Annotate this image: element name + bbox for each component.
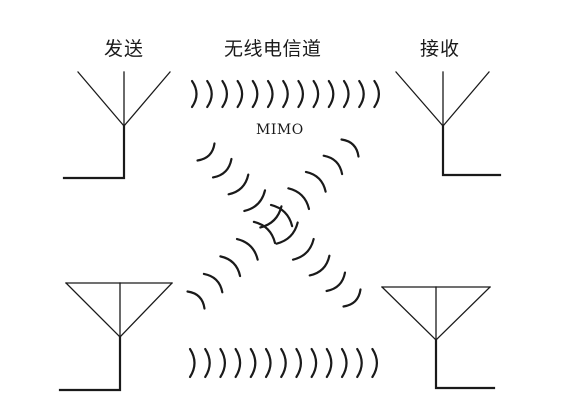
- wave-arc: [251, 79, 259, 109]
- wave-arc: [186, 290, 206, 310]
- wave-arc: [280, 347, 287, 379]
- rx-antenna-top: [395, 71, 502, 177]
- wave-arc: [188, 347, 196, 379]
- wave-arc: [219, 347, 226, 379]
- wave-arc: [342, 288, 362, 308]
- tx-antenna-bottom: [58, 282, 173, 392]
- wave-arc: [325, 271, 347, 293]
- wave-arc: [295, 347, 302, 379]
- receive-label: 接收: [420, 38, 461, 60]
- wave-arc: [221, 79, 228, 109]
- wave-arc: [269, 203, 294, 228]
- wave-arc: [322, 154, 344, 176]
- wave-arc: [264, 347, 272, 379]
- mimo-label: MIMO: [256, 122, 304, 138]
- wave-arc: [304, 170, 327, 193]
- wave-arc: [190, 79, 198, 109]
- wave-arc: [308, 254, 331, 277]
- wave-arc: [236, 79, 244, 109]
- wave-arc: [282, 79, 289, 109]
- wave-arc: [206, 79, 213, 109]
- wave-arc: [275, 221, 299, 245]
- wave-arc: [234, 347, 242, 379]
- wave-arc: [291, 237, 315, 261]
- wave-arc: [373, 79, 380, 109]
- wave-arc: [202, 272, 224, 294]
- wave-arc: [340, 347, 348, 379]
- wave-arc: [310, 347, 318, 379]
- wave-arc: [356, 347, 363, 379]
- wave-arc: [211, 157, 233, 179]
- wave-arc: [312, 79, 320, 109]
- transmit-label: 发送: [104, 38, 145, 60]
- wave-arc: [342, 79, 350, 109]
- wave-arc: [325, 347, 333, 379]
- wave-arc: [235, 237, 259, 261]
- wave-arc: [249, 347, 257, 379]
- wave-arc: [266, 79, 274, 109]
- wave-arc: [358, 79, 365, 109]
- wave-arc: [243, 189, 267, 213]
- wave-arc: [204, 347, 211, 379]
- wave-arc: [297, 79, 304, 109]
- wave-arc: [219, 255, 242, 278]
- wave-arc: [252, 220, 277, 245]
- wave-arc: [227, 173, 250, 196]
- wave-diagonal-down: [196, 142, 362, 308]
- wave-row-top: [190, 79, 380, 109]
- wave-arc: [327, 79, 335, 109]
- wave-arc: [196, 142, 216, 162]
- wave-arc: [371, 347, 378, 379]
- wave-row-bottom: [188, 347, 378, 379]
- wave-diagonal-up: [186, 138, 360, 310]
- rx-antenna-bottom: [381, 286, 496, 390]
- wave-arc: [340, 138, 360, 158]
- tx-antenna-top: [62, 71, 171, 180]
- wave-arc: [287, 187, 311, 211]
- channel-label: 无线电信道: [224, 38, 322, 60]
